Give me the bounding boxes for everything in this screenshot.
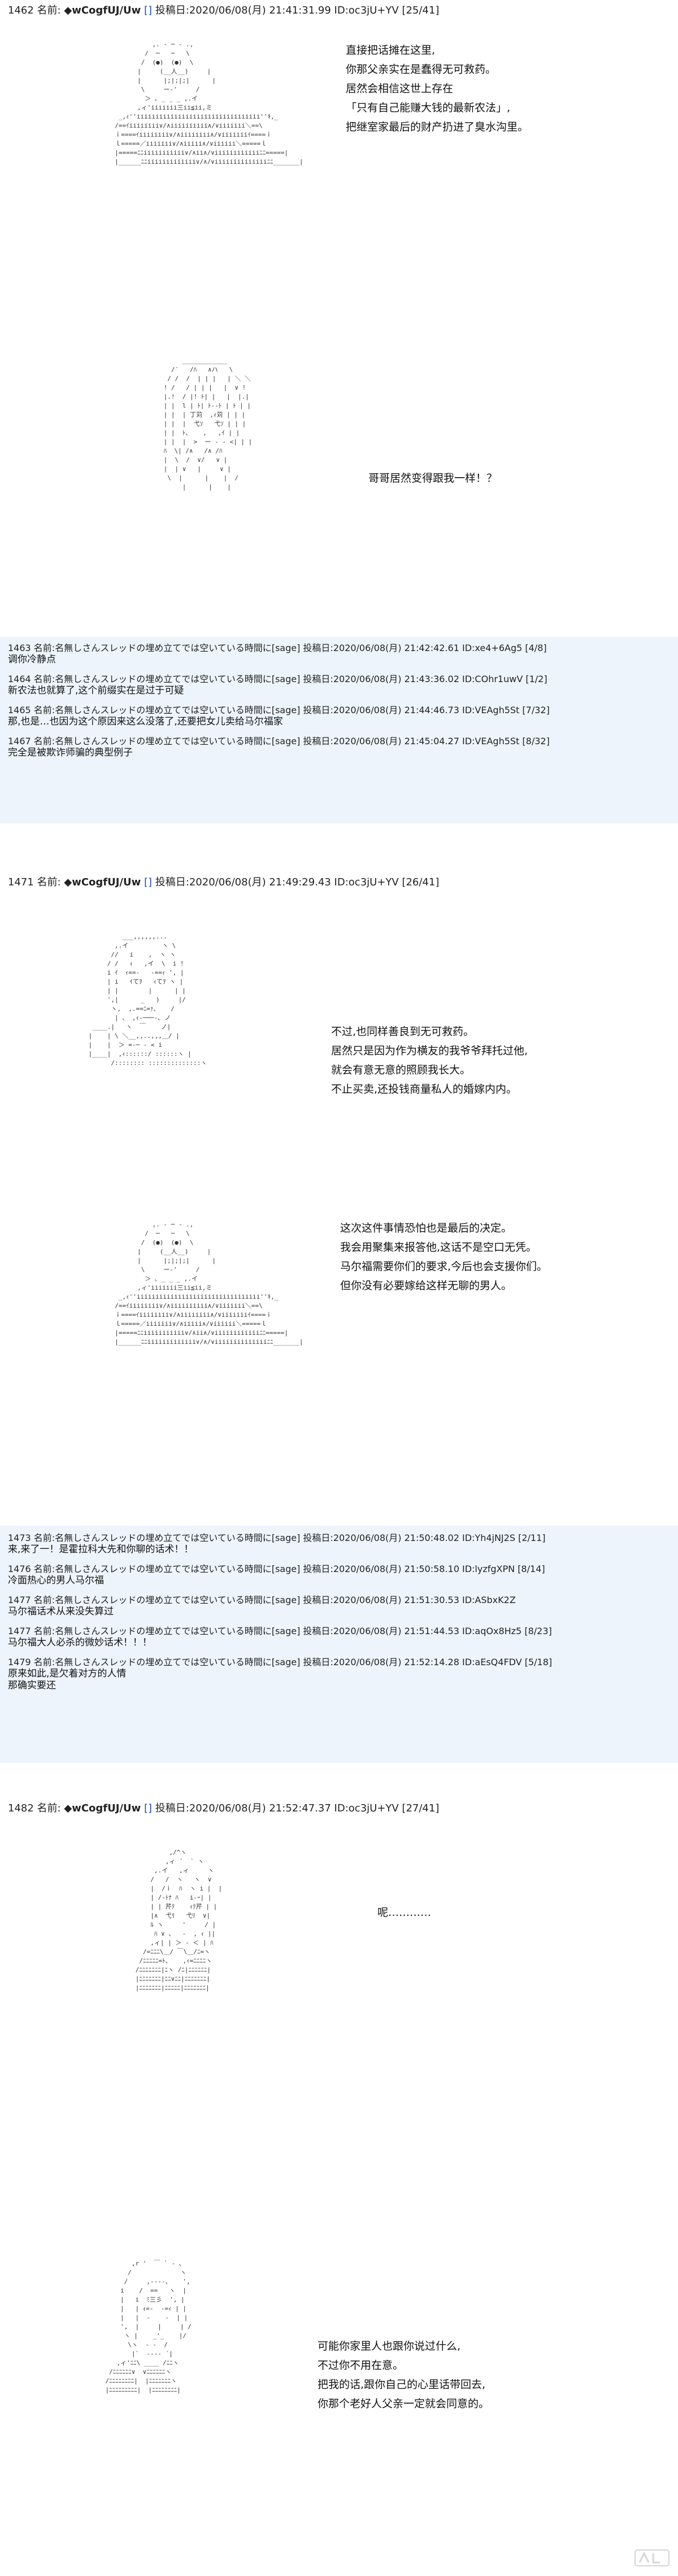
mail-link[interactable]: [] xyxy=(144,5,153,16)
reply-entry: 1463 名前:名無しさんスレッドの埋め立てでは空いている時間に[sage] 投… xyxy=(8,643,670,666)
reply-body: 那,也是…也因为这个原因来这么没落了,还要把女儿卖给马尔福家 xyxy=(8,716,283,727)
reply-meta: 1477 名前:名無しさんスレッドの埋め立てでは空いている時間に[sage] 投… xyxy=(8,1595,516,1605)
reply-meta: 1479 名前:名無しさんスレッドの埋め立てでは空いている時間に[sage] 投… xyxy=(8,1657,553,1667)
dialogue-text: 哥哥居然变得跟我一样！？ xyxy=(368,472,498,484)
watermark-logo-icon xyxy=(634,2549,670,2566)
ascii-art-character: ,r ' ￣ ` ‐ ､ / ヽ / ,-‐‐-、 ', i / == ヽ | … xyxy=(105,2260,192,2394)
replies-section: 1473 名前:名無しさんスレッドの埋め立てでは空いている時間に[sage] 投… xyxy=(0,1526,678,1763)
post-header: 1482 名前: ◆wCogfUJ/Uw [] 投稿日:2020/06/08(月… xyxy=(8,1802,439,1815)
name-label: 名前: xyxy=(37,5,61,16)
reply-body: 完全是被欺诈师骗的典型例子 xyxy=(8,747,133,758)
post-number: 1482 xyxy=(8,1802,34,1814)
reply-body: 来,来了一！是霍拉科大先和你聊的话术！！ xyxy=(8,1544,194,1555)
reply-meta: 1465 名前:名無しさんスレッドの埋め立てでは空いている時間に[sage] 投… xyxy=(8,705,550,715)
replies-section: 1463 名前:名無しさんスレッドの埋め立てでは空いている時間に[sage] 投… xyxy=(0,637,678,823)
post-date: 投稿日:2020/06/08(月) 21:52:47.37 ID:oc3jU+Y… xyxy=(155,1802,440,1814)
reply-entry: 1477 名前:名無しさんスレッドの埋め立てでは空いている時間に[sage] 投… xyxy=(8,1595,670,1618)
reply-meta: 1464 名前:名無しさんスレッドの埋め立てでは空いている時間に[sage] 投… xyxy=(8,674,547,684)
reply-body: 马尔福大人必杀的微妙话术！！！ xyxy=(8,1637,152,1648)
reply-entry: 1477 名前:名無しさんスレッドの埋め立てでは空いている時間に[sage] 投… xyxy=(8,1626,670,1649)
post-number: 1462 xyxy=(8,5,34,16)
post-date: 投稿日:2020/06/08(月) 21:41:31.99 ID:oc3jU+Y… xyxy=(155,5,440,16)
reply-entry: 1479 名前:名無しさんスレッドの埋め立てでは空いている時間に[sage] 投… xyxy=(8,1657,670,1692)
poster-name: ◆wCogfUJ/Uw xyxy=(64,876,141,888)
reply-entry: 1476 名前:名無しさんスレッドの埋め立てでは空いている時間に[sage] 投… xyxy=(8,1564,670,1587)
ascii-art-character: ____________ /′ /ﾊ ∧ハ \ / / / | | | | ＼ … xyxy=(163,357,253,491)
reply-entry: 1473 名前:名無しさんスレッドの埋め立てでは空いている時間に[sage] 投… xyxy=(8,1532,670,1556)
dialogue-text: 不过,也同样善良到无可救药。 居然只是因为作为横友的我爷爷拜托过他, 就会有意无… xyxy=(331,1025,528,1095)
ascii-art-character: ,. ‐ ─ ‐ ., / ─ ─ \ / (●) (●) \ | (__人__… xyxy=(115,41,303,165)
ascii-art-character: ,. ‐ ─ ‐ ., / ─ ─ \ / (●) (●) \ | (__人__… xyxy=(115,1221,303,1346)
reply-body: 原来如此,是欠着对方的人情 那确实要还 xyxy=(8,1668,127,1691)
name-label: 名前: xyxy=(37,876,61,888)
post-number: 1471 xyxy=(8,876,34,888)
post-header: 1471 名前: ◆wCogfUJ/Uw [] 投稿日:2020/06/08(月… xyxy=(8,876,439,889)
dialogue-text: 这次这件事情恐怕也是最后的决定。 我会用聚集来报答他,这话不是空口无凭。 马尔福… xyxy=(340,1222,548,1292)
reply-body: 冷面热心的男人马尔福 xyxy=(8,1575,104,1586)
reply-entry: 1467 名前:名無しさんスレッドの埋め立てでは空いている時間に[sage] 投… xyxy=(8,736,670,759)
mail-link[interactable]: [] xyxy=(144,876,153,888)
reply-entry: 1465 名前:名無しさんスレッドの埋め立てでは空いている時間に[sage] 投… xyxy=(8,705,670,728)
post-date: 投稿日:2020/06/08(月) 21:49:29.43 ID:oc3jU+Y… xyxy=(155,876,440,888)
reply-meta: 1473 名前:名無しさんスレッドの埋め立てでは空いている時間に[sage] 投… xyxy=(8,1532,546,1543)
reply-body: 调你冷静点 xyxy=(8,654,56,665)
reply-meta: 1476 名前:名無しさんスレッドの埋め立てでは空いている時間に[sage] 投… xyxy=(8,1564,545,1574)
ascii-art-character: ___,,,,,,... ,.イ ヽ \ // i , ヽ ヽ / / ｨ ,イ… xyxy=(88,933,207,1067)
reply-entry: 1464 名前:名無しさんスレッドの埋め立てでは空いている時間に[sage] 投… xyxy=(8,674,670,697)
ascii-art-character: ,/^ヽ ,ィ ´ ` ヽ ,.イ ,ィ ヽ / / ヽ ヽ ∨ | /ｉ ﾊ … xyxy=(135,1849,223,1992)
reply-meta: 1477 名前:名無しさんスレッドの埋め立てでは空いている時間に[sage] 投… xyxy=(8,1626,552,1636)
post-header: 1462 名前: ◆wCogfUJ/Uw [] 投稿日:2020/06/08(月… xyxy=(8,5,439,17)
dialogue-text: 直接把话摊在这里, 你那父亲实在是蠢得无可救药。 居然会相信这世上存在 「只有自… xyxy=(346,44,529,133)
poster-name: ◆wCogfUJ/Uw xyxy=(64,5,141,16)
dialogue-text: 可能你家里人也跟你说过什么, 不过你不用在意。 把我的话,跟你自己的心里话带回去… xyxy=(318,2340,490,2410)
reply-body: 新农法也就算了,这个前缀实在是过于可疑 xyxy=(8,685,184,696)
name-label: 名前: xyxy=(37,1802,61,1814)
poster-name: ◆wCogfUJ/Uw xyxy=(64,1802,141,1814)
mail-link[interactable]: [] xyxy=(144,1802,153,1814)
reply-body: 马尔福话术从来没失算过 xyxy=(8,1606,114,1617)
reply-meta: 1463 名前:名無しさんスレッドの埋め立てでは空いている時間に[sage] 投… xyxy=(8,643,547,653)
reply-meta: 1467 名前:名無しさんスレッドの埋め立てでは空いている時間に[sage] 投… xyxy=(8,736,550,746)
dialogue-text: 呢………… xyxy=(377,1906,432,1919)
